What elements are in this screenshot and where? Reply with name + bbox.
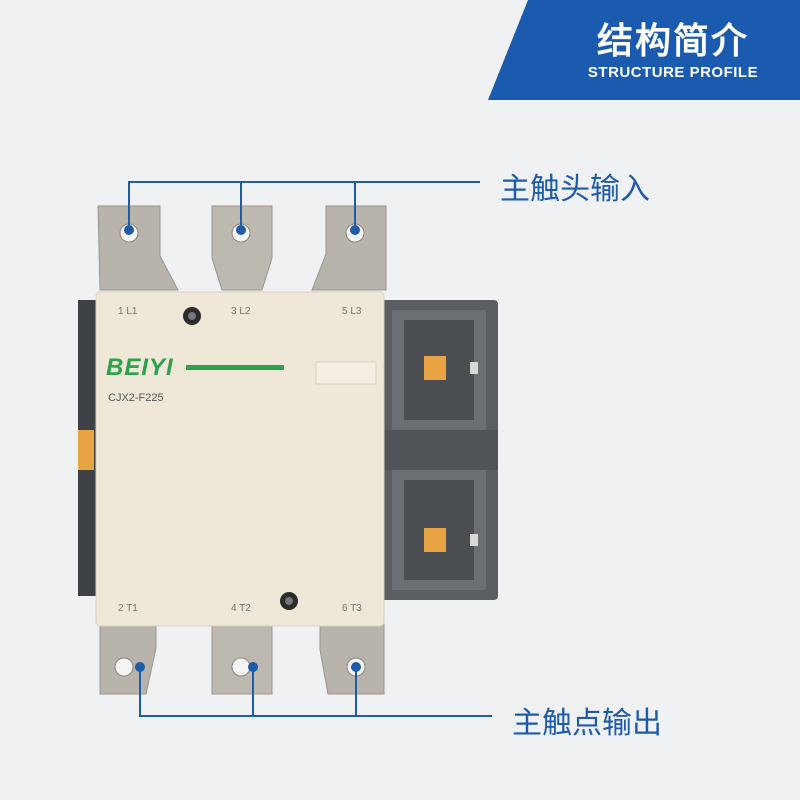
left-strip — [78, 300, 100, 596]
label-window — [315, 361, 377, 385]
callout-dots — [124, 225, 361, 672]
terminal-label-t3: 6 T3 — [342, 603, 362, 614]
callout-input-label: 主触头输入 — [500, 172, 650, 207]
banner-subtitle: STRUCTURE PROFILE — [587, 64, 759, 81]
banner-title: 结构简介 — [596, 21, 749, 62]
callout-output-label: 主触点输出 — [512, 706, 662, 741]
terminal-label-l3: 5 L3 — [342, 306, 362, 317]
model-number: CJX2-F225 — [108, 392, 164, 404]
side-mechanism — [380, 300, 498, 600]
terminal-label-t1: 2 T1 — [118, 603, 138, 614]
header-banner: 结构简介 STRUCTURE PROFILE — [488, 0, 800, 100]
bottom-terminals — [99, 623, 385, 695]
banner-background — [488, 0, 800, 100]
brand-stripe — [186, 365, 284, 370]
callout-lines — [128, 181, 492, 717]
terminal-label-l1: 1 L1 — [118, 306, 138, 317]
brand-logo: BEIYI — [106, 354, 174, 381]
contactor-body — [95, 291, 385, 627]
orange-indicator-top — [424, 356, 446, 380]
terminal-label-l2: 3 L2 — [231, 306, 251, 317]
terminal-label-t2: 4 T2 — [231, 603, 251, 614]
orange-indicator-bottom — [424, 528, 446, 552]
